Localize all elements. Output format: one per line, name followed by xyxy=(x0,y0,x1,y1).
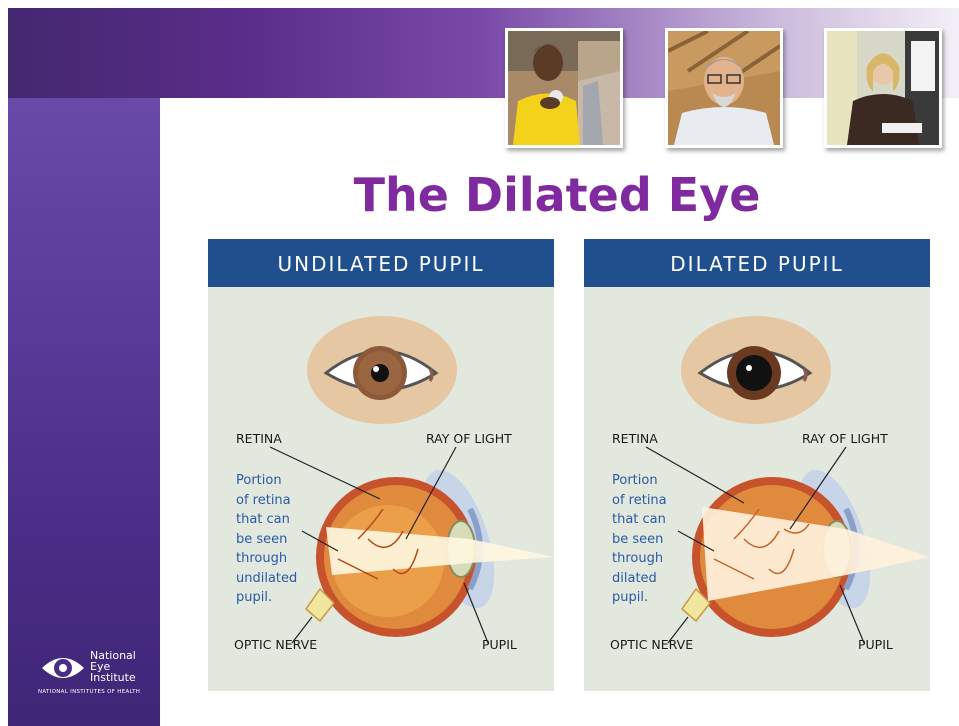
top-banner xyxy=(8,8,959,98)
logo-text: National Eye Institute xyxy=(90,650,136,683)
left-sidebar-band xyxy=(8,98,160,726)
note-line: Portion xyxy=(612,471,722,491)
note-line: through xyxy=(236,549,346,569)
label-retina: RETINA xyxy=(612,431,658,446)
note-line: undilated xyxy=(236,569,346,589)
logo-subtitle: NATIONAL INSTITUTES OF HEALTH xyxy=(38,689,140,695)
note-line: Portion xyxy=(236,471,346,491)
panel-dilated: DILATED PUPIL RETINA RAY OF LIGHT OPTIC … xyxy=(584,239,930,691)
label-ray-of-light: RAY OF LIGHT xyxy=(426,431,512,446)
label-optic-nerve: OPTIC NERVE xyxy=(234,637,317,652)
label-retina: RETINA xyxy=(236,431,282,446)
note-line: that can xyxy=(236,510,346,530)
slide-title: The Dilated Eye xyxy=(232,168,882,222)
panel-undilated: UNDILATED PUPIL RETINA RAY OF LIGHT OPTI… xyxy=(208,239,554,691)
logo-line: Institute xyxy=(90,672,136,683)
note-line: pupil. xyxy=(612,588,722,608)
note-line: be seen xyxy=(612,530,722,550)
note-line: of retina xyxy=(612,491,722,511)
note-line: of retina xyxy=(236,491,346,511)
photo-man-with-glasses xyxy=(665,28,783,148)
label-pupil: PUPIL xyxy=(858,637,893,652)
label-ray-of-light: RAY OF LIGHT xyxy=(802,431,888,446)
label-optic-nerve: OPTIC NERVE xyxy=(610,637,693,652)
photo-woman-at-desk xyxy=(824,28,942,148)
note-line: through xyxy=(612,549,722,569)
undilated-eye-illustration xyxy=(208,239,554,691)
note-line: that can xyxy=(612,510,722,530)
photo-woman-with-eye-model xyxy=(505,28,623,148)
note-dilated: Portion of retina that can be seen throu… xyxy=(612,471,722,608)
note-line: be seen xyxy=(236,530,346,550)
label-pupil: PUPIL xyxy=(482,637,517,652)
note-line: dilated xyxy=(612,569,722,589)
dilated-eye-illustration xyxy=(584,239,930,691)
eye-logo-icon xyxy=(40,652,86,684)
note-line: pupil. xyxy=(236,588,346,608)
note-undilated: Portion of retina that can be seen throu… xyxy=(236,471,346,608)
